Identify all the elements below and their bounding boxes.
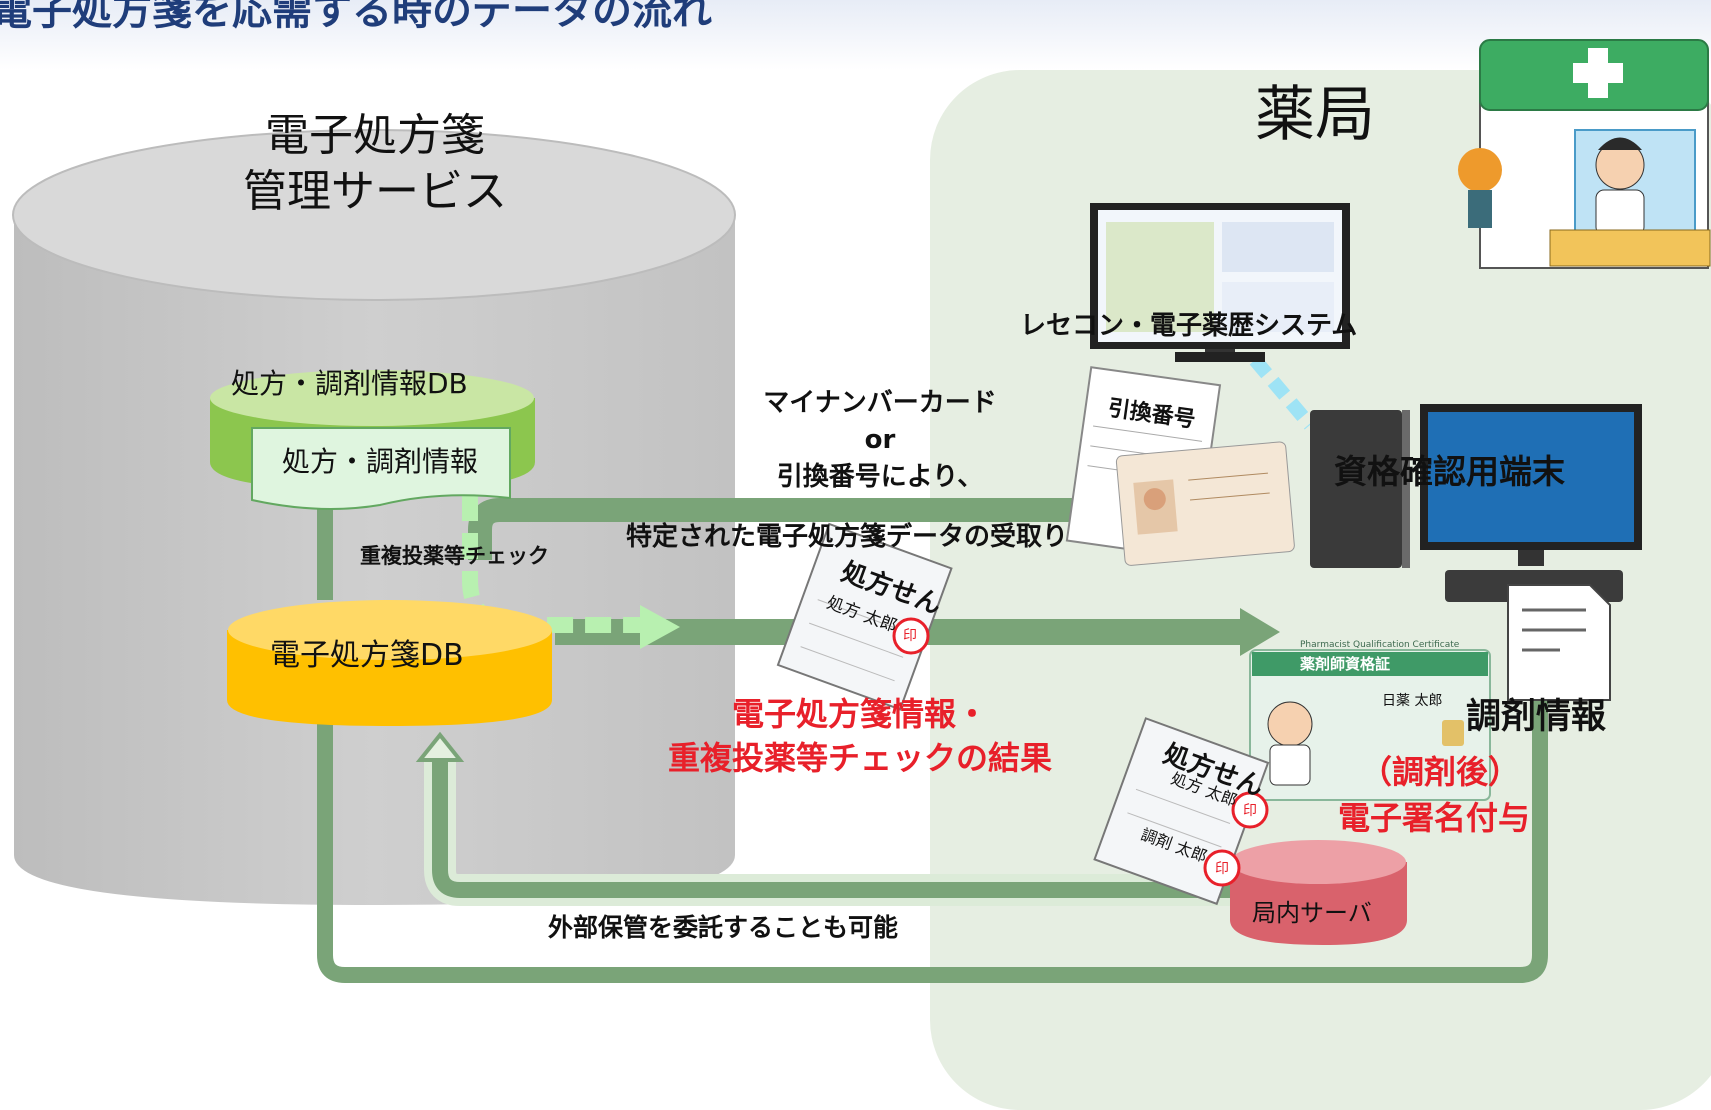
title-band: [0, 0, 1711, 70]
internal-server-cylinder: [1230, 840, 1407, 945]
card-caption-line3: 引換番号により、: [776, 462, 984, 492]
internal-server-label: 局内サーバ: [1252, 899, 1372, 927]
seal-text: 印: [1215, 861, 1229, 877]
external-storage-label: 外部保管を委託することも可能: [548, 913, 899, 942]
eprescription-db-cylinder: [227, 600, 552, 726]
card-caption-line2: or: [864, 425, 896, 455]
service-title: 電子処方箋 管理サービス: [210, 108, 540, 220]
prescription-info-shape: [251, 427, 511, 510]
prescription-db-label: 処方・調剤情報DB: [231, 367, 468, 400]
prescription-info-label: 処方・調剤情報: [282, 445, 479, 478]
dispensing-document-icon: [1507, 584, 1611, 701]
esign-label: 電子署名付与: [1338, 799, 1531, 837]
check-arrowhead: [640, 605, 680, 649]
seal-text: 印: [903, 628, 917, 644]
license-title: 薬剤師資格証: [1300, 655, 1391, 673]
dispensing-info-label: 調剤情報: [1466, 697, 1607, 737]
seal-stamp-icon: [1231, 791, 1269, 829]
pharmacist-license-icon: [1249, 649, 1491, 801]
duplicate-check-label: 重複投薬等チェック: [360, 544, 549, 568]
card-caption: マイナンバーカード or 引換番号により、: [740, 385, 1020, 496]
check-result-line1: 電子処方箋情報・: [731, 695, 988, 733]
pharmacy-building-icon: [1458, 39, 1711, 269]
seal-text: 印: [1243, 803, 1257, 819]
after-dispensing-label: （調剤後）: [1360, 753, 1521, 791]
pharmacy-title: 薬局: [1255, 80, 1375, 150]
license-subtitle: Pharmacist Qualification Certificate: [1300, 640, 1460, 650]
network-link: [1249, 355, 1316, 430]
check-result-label: 電子処方箋情報・ 重複投薬等チェックの結果: [640, 692, 1080, 780]
rececon-label: レセコン・電子薬歴システム: [1020, 311, 1358, 341]
receive-label: 特定された電子処方箋データの受取り: [626, 522, 1069, 552]
qualification-terminal-label: 資格確認用端末: [1334, 452, 1565, 491]
check-result-line2: 重複投薬等チェックの結果: [667, 739, 1052, 777]
mynumber-card-icon: [1115, 441, 1295, 566]
seal-stamp-icon: [892, 617, 930, 655]
page-title: 電子処方箋を応需する時のデータの流れ: [0, 0, 712, 34]
service-title-line2: 管理サービス: [243, 166, 507, 217]
qualification-terminal-icon: [1310, 404, 1642, 602]
eprescription-db-label: 電子処方箋DB: [270, 638, 464, 673]
management-service-cylinder: [12, 129, 736, 905]
license-name: 日薬 太郎: [1382, 693, 1443, 709]
seal-stamp-icon: [1203, 849, 1241, 887]
service-title-line1: 電子処方箋: [265, 110, 485, 161]
card-caption-line1: マイナンバーカード: [763, 388, 997, 418]
rececon-monitor-icon: [1090, 203, 1350, 362]
